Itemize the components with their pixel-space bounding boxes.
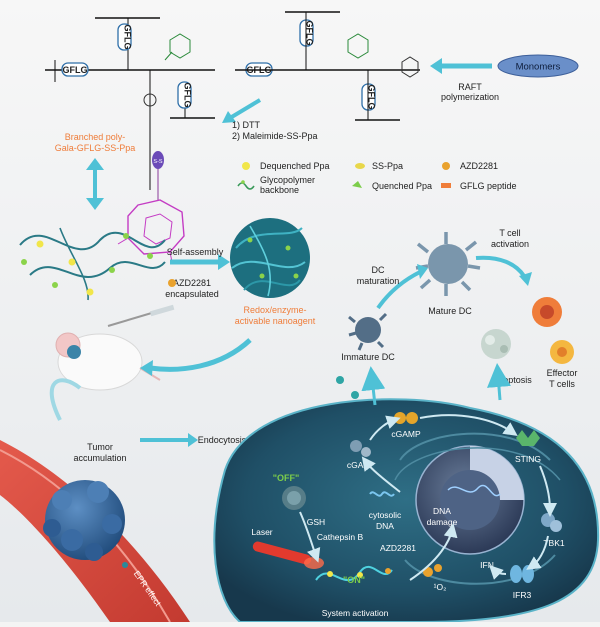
immature-dc-label: Immature DC [341,352,395,362]
nanoagent-ball [230,218,310,298]
polymer-structure-right [235,11,420,121]
legend-ss-ppa: SS-Ppa [355,161,403,171]
endocytosis-label: Endocytosis [198,435,247,445]
dc-maturation-2: maturation [357,276,400,286]
immune-signal-arrows [361,363,511,406]
system-activation-label: System activation [322,608,389,618]
branched-label-1: Branched poly- [65,132,126,142]
ss-linker: S-S [152,151,164,200]
cgas-label: cGAS [347,460,370,470]
svg-text:GFLG: GFLG [183,83,193,108]
svg-text:SS-Ppa: SS-Ppa [372,161,403,171]
mature-dc-label: Mature DC [428,306,472,316]
laser-label: Laser [251,527,272,537]
svg-text:Quenched Ppa: Quenched Ppa [372,181,432,191]
svg-text:GFLG: GFLG [305,21,315,46]
off-label: "OFF" [273,473,300,483]
irf3-label: IFR3 [513,590,532,600]
dna-damage-1: DNA [433,506,451,516]
tcell-activation-1: T cell [499,228,520,238]
tumor-accumulation-1: Tumor [87,442,113,452]
antigen-dot-2 [351,391,359,399]
sting-label: STING [515,454,541,464]
pathway-arrows [299,414,557,581]
svg-text:Monomers: Monomers [516,62,561,73]
nanoagent-label-1: Redox/enzyme- [243,305,306,315]
cytosolic-dna [369,491,395,497]
effector-tcell [550,340,574,364]
apoptosis-label: Apoptosis [492,375,532,385]
branched-polymer-strands [19,227,166,301]
nucleus [415,445,525,555]
svg-text:Glycopolymer: Glycopolymer [260,175,315,185]
tcell-activation-2: activation [491,239,529,249]
svg-text:AZD2281: AZD2281 [460,161,498,171]
on-polymer [315,565,393,582]
tcell [532,297,562,327]
cytosolic-dna-2: DNA [376,521,394,531]
gsh-label: GSH [307,517,325,527]
legend-dequenched-ppa: Dequenched Ppa [242,161,330,171]
raft-label-2: polymerization [441,92,499,102]
svg-text:backbone: backbone [260,185,299,195]
dc-maturation-1: DC [372,265,385,275]
raft-label-1: RAFT [458,82,482,92]
tumor-mass [43,480,125,561]
immature-dc [348,312,388,351]
tumor-accumulation-2: accumulation [73,453,126,463]
effector-label-1: Effector [547,368,578,378]
singlet-oxygen-label: ¹O₂ [434,582,447,592]
legend-gflg: GFLG peptide [441,181,517,191]
nanoagent-label-2: activable nanoagent [235,316,316,326]
cytosolic-dna-1: cytosolic [369,510,402,520]
dna-damage-2: damage [427,517,458,527]
effector-label-2: T cells [549,379,575,389]
svg-text:GFLG: GFLG [367,85,377,110]
cgas-molecule [350,440,371,457]
azd-encapsulated-2: encapsulated [165,289,219,299]
legend-glycopolymer: Glycopolymer backbone [237,175,315,195]
branched-label-2: Gala-GFLG-SS-Ppa [55,143,136,153]
tcell-activation-arrow [475,255,532,286]
step-dtt: 1) DTT [232,120,261,130]
svg-text:GFLG: GFLG [123,25,133,50]
cgamp-label: cGAMP [391,429,421,439]
accumulation-arrow [49,378,82,421]
off-nanoparticle [282,486,306,510]
svg-text:Dequenched Ppa: Dequenched Ppa [260,161,330,171]
ifn-label: IFN [480,560,494,570]
mouse-illustration [55,304,175,391]
cathepsin-label: Cathepsin B [317,532,364,542]
dtt-arrow [222,98,262,123]
legend: Dequenched Ppa SS-Ppa AZD2281 Glycopolym… [237,161,517,195]
apoptotic-cell [481,329,511,359]
antigen-dot-1 [336,376,344,384]
svg-text:S-S: S-S [153,159,163,165]
self-assembly-arrow [170,254,230,270]
azd-encapsulated-1: AZD2281 [173,278,211,288]
self-assembly-label: Self-assembly [167,247,224,257]
endocytosis-arrow [140,433,198,447]
azd-dot [168,279,176,287]
svg-text:GFLG: GFLG [63,65,88,75]
tbk1-label: TBK1 [543,538,565,548]
monomers-node: Monomers [497,54,579,78]
dc-maturation-arrow [376,264,428,310]
injection-arrow [140,338,252,376]
mature-dc [415,232,481,296]
raft-arrow [430,58,492,74]
double-arrow [86,158,104,210]
step-maleimide: 2) Maleimide-SS-Ppa [232,131,318,141]
sting-molecule [516,430,540,446]
on-label: "ON" [343,575,365,585]
svg-text:GFLG peptide: GFLG peptide [460,181,517,191]
azd-cell-label: AZD2281 [380,543,416,553]
legend-azd2281: AZD2281 [442,161,498,171]
legend-quenched-ppa: Quenched Ppa [352,181,432,191]
